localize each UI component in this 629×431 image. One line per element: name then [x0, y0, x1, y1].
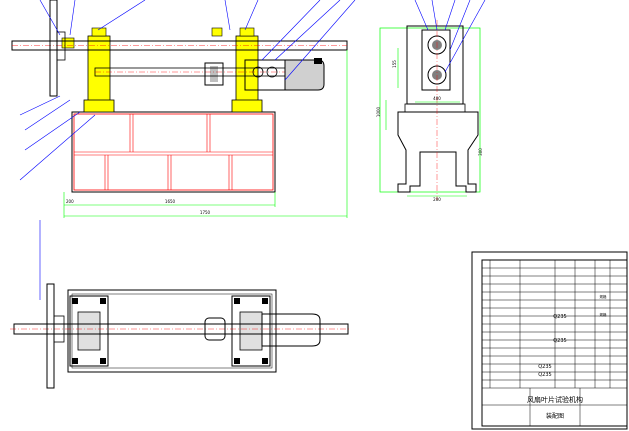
- side-base: [397, 111, 479, 193]
- parts-code-1: Q235: [553, 314, 566, 320]
- dim-front-small: 200: [66, 199, 74, 204]
- dim-side-height: 1000: [376, 106, 381, 117]
- dim-side-gap: 155: [392, 60, 397, 68]
- parts-code-3: Q235: [538, 364, 551, 370]
- sheet-label-2: 规格: [600, 312, 608, 317]
- motor: [284, 59, 325, 91]
- view-label: 装配图: [546, 412, 564, 420]
- parts-code-2: Q235: [553, 338, 566, 344]
- title-block: Q235 Q235 Q235 Q235 风扇叶片试验机构 装配图 规格 规格: [471, 251, 628, 430]
- dim-side-mid: 400: [433, 96, 441, 101]
- drawing-title: 风扇叶片试验机构: [527, 395, 583, 404]
- top-view: [10, 220, 350, 389]
- base-frame: [71, 111, 276, 193]
- top-base: [67, 289, 277, 373]
- blade-disk: [49, 0, 58, 97]
- sheet-label-1: 规格: [600, 294, 608, 299]
- dim-front-total: 1750: [200, 210, 211, 215]
- parts-code-4: Q235: [538, 372, 551, 378]
- dim-front-width: 1650: [165, 199, 176, 204]
- front-view: 1650 1750 200: [11, 0, 356, 218]
- dim-side-bottom: 200: [433, 197, 441, 202]
- dim-side-top: 300: [478, 148, 483, 156]
- side-view: 155 400 200 1000 300: [376, 0, 486, 202]
